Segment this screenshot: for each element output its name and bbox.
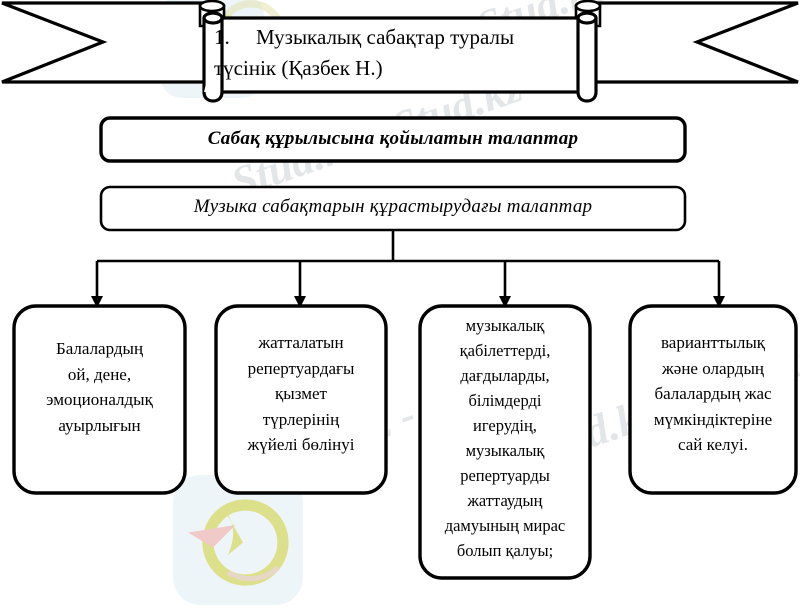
banner-line-1: Музыкалық сабақтар туралы — [256, 25, 515, 49]
banner-line-2: түсінік (Қазбек Н.) — [214, 56, 383, 80]
leaf-4-line: және олардың — [662, 358, 764, 378]
leaf-2-line: жатталатын — [258, 333, 344, 352]
leaf-3-line: білімдерді — [468, 391, 542, 410]
leaf-3-line: дамуының мирас — [444, 516, 566, 535]
leaf-box-3-shape — [418, 304, 592, 580]
banner-title: 1. Музыкалық сабақтар туралы түсінік (Қаз… — [214, 22, 586, 84]
leaf-3-line: дағдыларды, — [460, 366, 550, 385]
leaf-3-line: болып қалуы; — [456, 541, 554, 560]
box-requirements-label: Сабақ құрылысына қойылатын талаптар — [207, 128, 579, 149]
leaf-box-4-label: варианттылық және олардың балалардың жас… — [632, 330, 794, 458]
leaf-4-line: балалардың жас — [654, 384, 772, 403]
leaf-1-line: Балалардың — [55, 339, 144, 358]
leaf-2-line: қызмет — [275, 384, 327, 403]
leaf-3-line: музыкалық — [465, 441, 545, 460]
connector-arrowheads — [91, 296, 725, 308]
leaf-1-line: эмоционалдық — [46, 390, 153, 409]
box-subtitle-label: Музыка сабақтарын құрастырудағы талаптар — [193, 196, 593, 217]
leaf-3-line: музыкалық — [465, 316, 545, 335]
leaf-box-3-label: музыкалық қабілеттерді, дағдыларды, білі… — [422, 313, 588, 563]
leaf-2-line: түрлерінің — [262, 409, 340, 429]
connector-tree — [95, 230, 721, 298]
leaf-3-line: репертуарды — [460, 466, 550, 485]
leaf-3-line: игерудің, — [473, 416, 537, 435]
leaf-4-line: варианттылық — [660, 333, 766, 352]
box-requirements-shape — [99, 116, 687, 163]
leaf-1-line: ой, дене, — [67, 364, 132, 384]
leaf-4-line: сай келуі. — [678, 435, 748, 454]
diagram-shapes — [1, 0, 799, 580]
leaf-3-line: жаттаудың — [467, 491, 543, 510]
leaf-1-line: ауырлығын — [58, 415, 141, 435]
leaf-3-line: қабілеттерді, — [459, 341, 551, 360]
banner-number: 1. — [214, 25, 230, 49]
leaf-2-line: жүйелі бөлінуі — [247, 435, 355, 454]
leaf-box-2-label: жатталатын репертуардағы қызмет түрлерін… — [218, 330, 384, 458]
leaf-box-1-shape — [12, 304, 187, 495]
leaf-box-1-label: Балалардың ой, дене, эмоционалдық ауырлы… — [16, 336, 183, 438]
leaf-box-4-shape — [628, 304, 798, 495]
leaf-2-line: репертуардағы — [247, 358, 355, 378]
leaf-4-line: мүмкіндіктеріне — [653, 409, 773, 429]
